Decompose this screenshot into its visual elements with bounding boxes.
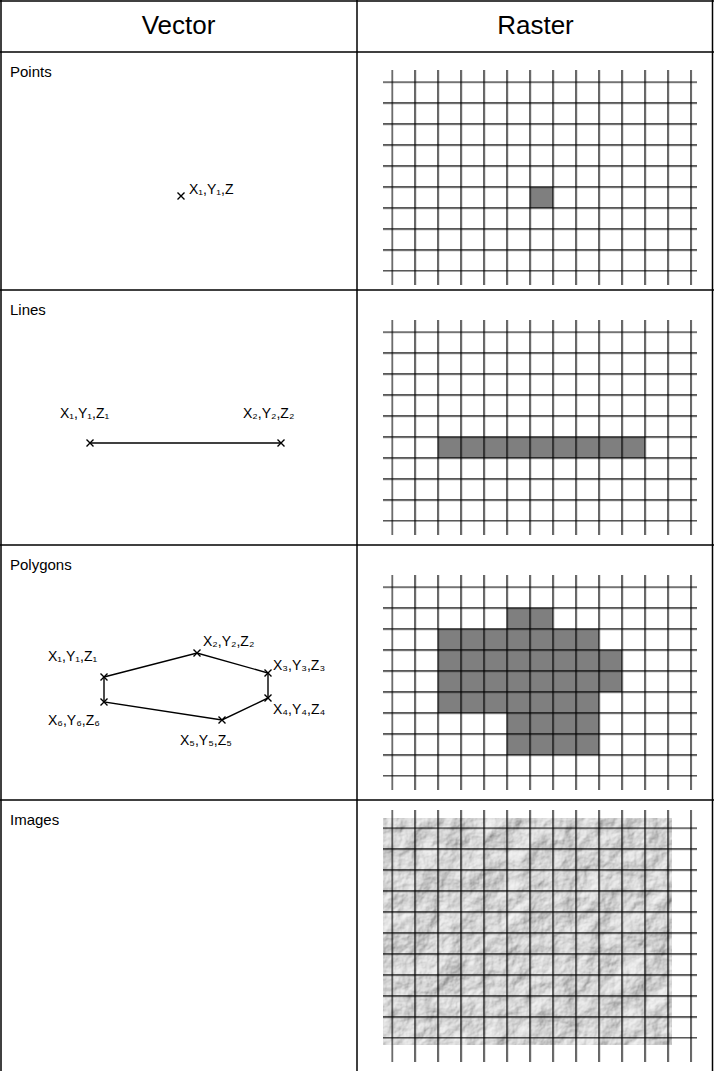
coordinate-label: X₆,Y₆,Z₆ [48,712,100,728]
coordinate-label: X₂,Y₂,Z₂ [203,633,254,649]
column-header: Raster [357,0,714,52]
row-title: Images [10,811,347,829]
coordinate-label: X₂,Y₂,Z₂ [243,405,294,421]
vector-polygon [101,650,272,724]
row-cell: Points [0,52,357,290]
coordinate-label: X₁,Y₁,Z₁ [60,405,109,421]
row-title: Lines [10,301,347,319]
raster-line [383,320,697,535]
header-text: Vector [142,10,216,41]
raster-polygon [383,575,697,790]
row-title: Points [10,63,347,81]
coordinate-label: X₃,Y₃,Z₃ [273,657,325,673]
vector-point [178,193,185,200]
coordinate-label: X₁,Y₁,Z [189,181,233,197]
vector-line [87,440,285,447]
header-text: Raster [497,10,574,41]
raster-point [383,70,697,285]
column-header: Vector [0,0,357,52]
coordinate-label: X₅,Y₅,Z₅ [180,732,232,748]
coordinate-label: X₁,Y₁,Z₁ [48,648,97,664]
row-title: Polygons [10,556,347,574]
raster-image [383,810,697,1062]
row-cell: Images [0,800,357,1071]
row-cell: Lines [0,290,357,545]
coordinate-label: X₄,Y₄,Z₄ [273,701,325,717]
